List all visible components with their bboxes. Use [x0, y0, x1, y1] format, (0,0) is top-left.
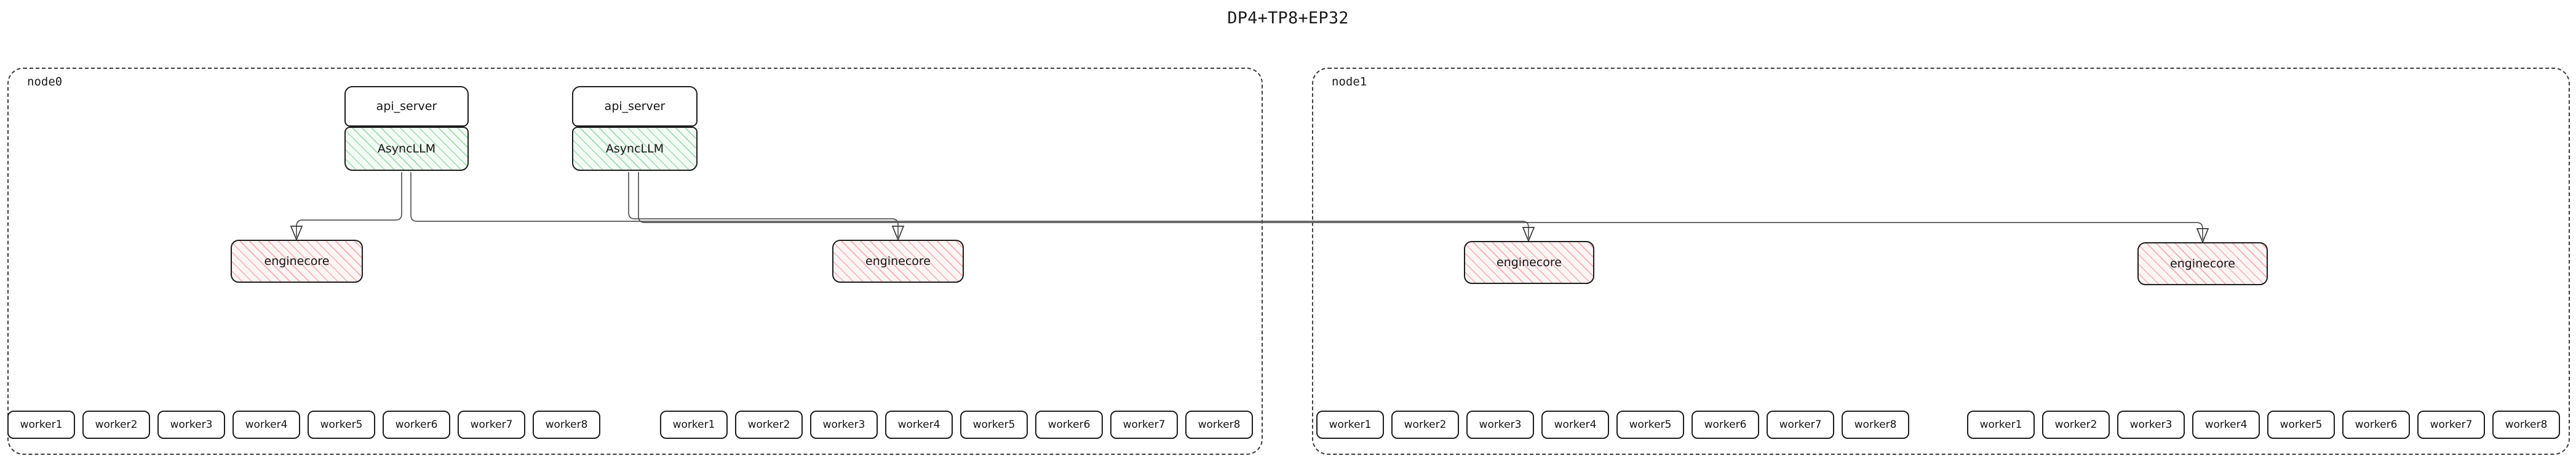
worker-box[interactable]: worker5	[960, 411, 1028, 439]
worker-label: worker8	[545, 418, 588, 431]
worker-box[interactable]: worker8	[2492, 411, 2560, 439]
worker-box[interactable]: worker2	[82, 411, 150, 439]
page-title: DP4+TP8+EP32	[1227, 9, 1349, 28]
api-server-label: api_server	[376, 99, 437, 113]
api-server-box-2[interactable]: api_server	[572, 86, 698, 127]
enginecore-box-4[interactable]: enginecore	[2137, 242, 2268, 285]
cluster-node0: node0	[7, 68, 1263, 455]
worker-box[interactable]: worker7	[1110, 411, 1178, 439]
worker-box[interactable]: worker7	[458, 411, 525, 439]
worker-label: worker5	[320, 418, 363, 431]
worker-label: worker7	[2430, 418, 2473, 431]
worker-label: worker1	[1329, 418, 1372, 431]
worker-label: worker8	[2505, 418, 2548, 431]
enginecore-label: enginecore	[264, 254, 330, 268]
worker-label: worker4	[2204, 418, 2248, 431]
worker-label: worker2	[95, 418, 138, 431]
enginecore-box-1[interactable]: enginecore	[231, 240, 363, 283]
worker-box[interactable]: worker4	[233, 411, 300, 439]
worker-box[interactable]: worker7	[2417, 411, 2485, 439]
worker-box[interactable]: worker8	[1842, 411, 1909, 439]
worker-box[interactable]: worker1	[1316, 411, 1384, 439]
enginecore-label: enginecore	[865, 254, 931, 268]
async-llm-label: AsyncLLM	[605, 141, 664, 156]
worker-box[interactable]: worker3	[157, 411, 225, 439]
worker-box[interactable]: worker8	[1185, 411, 1253, 439]
worker-box[interactable]: worker6	[1691, 411, 1759, 439]
async-llm-box-1[interactable]: AsyncLLM	[344, 127, 469, 171]
worker-box[interactable]: worker5	[308, 411, 375, 439]
enginecore-label: enginecore	[2170, 256, 2235, 270]
worker-box[interactable]: worker2	[735, 411, 803, 439]
worker-label: worker8	[1198, 418, 1241, 431]
worker-box[interactable]: worker1	[7, 411, 75, 439]
worker-label: worker2	[2054, 418, 2097, 431]
worker-label: worker6	[2355, 418, 2398, 431]
worker-label: worker2	[747, 418, 790, 431]
worker-label: worker1	[672, 418, 715, 431]
worker-box[interactable]: worker6	[2342, 411, 2410, 439]
worker-box[interactable]: worker5	[1616, 411, 1684, 439]
api-server-label: api_server	[604, 99, 666, 113]
worker-box[interactable]: worker7	[1767, 411, 1834, 439]
worker-box[interactable]: worker3	[1466, 411, 1534, 439]
cluster-label-node1: node1	[1332, 75, 1367, 89]
worker-box[interactable]: worker1	[660, 411, 728, 439]
cluster-node1: node1	[1312, 68, 2570, 455]
worker-box[interactable]: worker8	[533, 411, 600, 439]
worker-label: worker1	[20, 418, 63, 431]
worker-label: worker3	[1479, 418, 1522, 431]
worker-label: worker8	[1854, 418, 1897, 431]
worker-label: worker5	[2280, 418, 2323, 431]
worker-label: worker7	[1779, 418, 1822, 431]
worker-label: worker3	[822, 418, 865, 431]
worker-label: worker5	[1629, 418, 1672, 431]
worker-label: worker6	[395, 418, 438, 431]
worker-box[interactable]: worker5	[2267, 411, 2335, 439]
worker-label: worker5	[972, 418, 1016, 431]
enginecore-box-3[interactable]: enginecore	[1464, 241, 1594, 284]
worker-box[interactable]: worker3	[810, 411, 878, 439]
worker-label: worker1	[1979, 418, 2022, 431]
worker-label: worker4	[897, 418, 940, 431]
worker-label: worker6	[1704, 418, 1747, 431]
async-llm-box-2[interactable]: AsyncLLM	[572, 127, 698, 171]
worker-label: worker3	[170, 418, 213, 431]
worker-label: worker7	[470, 418, 513, 431]
worker-label: worker3	[2129, 418, 2173, 431]
worker-label: worker4	[1554, 418, 1597, 431]
worker-label: worker2	[1404, 418, 1447, 431]
worker-box[interactable]: worker2	[2042, 411, 2110, 439]
worker-box[interactable]: worker2	[1391, 411, 1459, 439]
worker-label: worker6	[1047, 418, 1091, 431]
worker-box[interactable]: worker4	[1541, 411, 1609, 439]
worker-box[interactable]: worker3	[2117, 411, 2185, 439]
cluster-label-node0: node0	[27, 75, 63, 89]
worker-label: worker7	[1123, 418, 1166, 431]
worker-box[interactable]: worker6	[1035, 411, 1103, 439]
worker-box[interactable]: worker1	[1967, 411, 2035, 439]
worker-box[interactable]: worker6	[383, 411, 450, 439]
async-llm-label: AsyncLLM	[377, 141, 436, 156]
api-server-box-1[interactable]: api_server	[344, 86, 469, 127]
worker-box[interactable]: worker4	[2192, 411, 2260, 439]
enginecore-label: enginecore	[1497, 255, 1562, 269]
worker-box[interactable]: worker4	[885, 411, 953, 439]
worker-label: worker4	[245, 418, 288, 431]
enginecore-box-2[interactable]: enginecore	[832, 240, 964, 283]
